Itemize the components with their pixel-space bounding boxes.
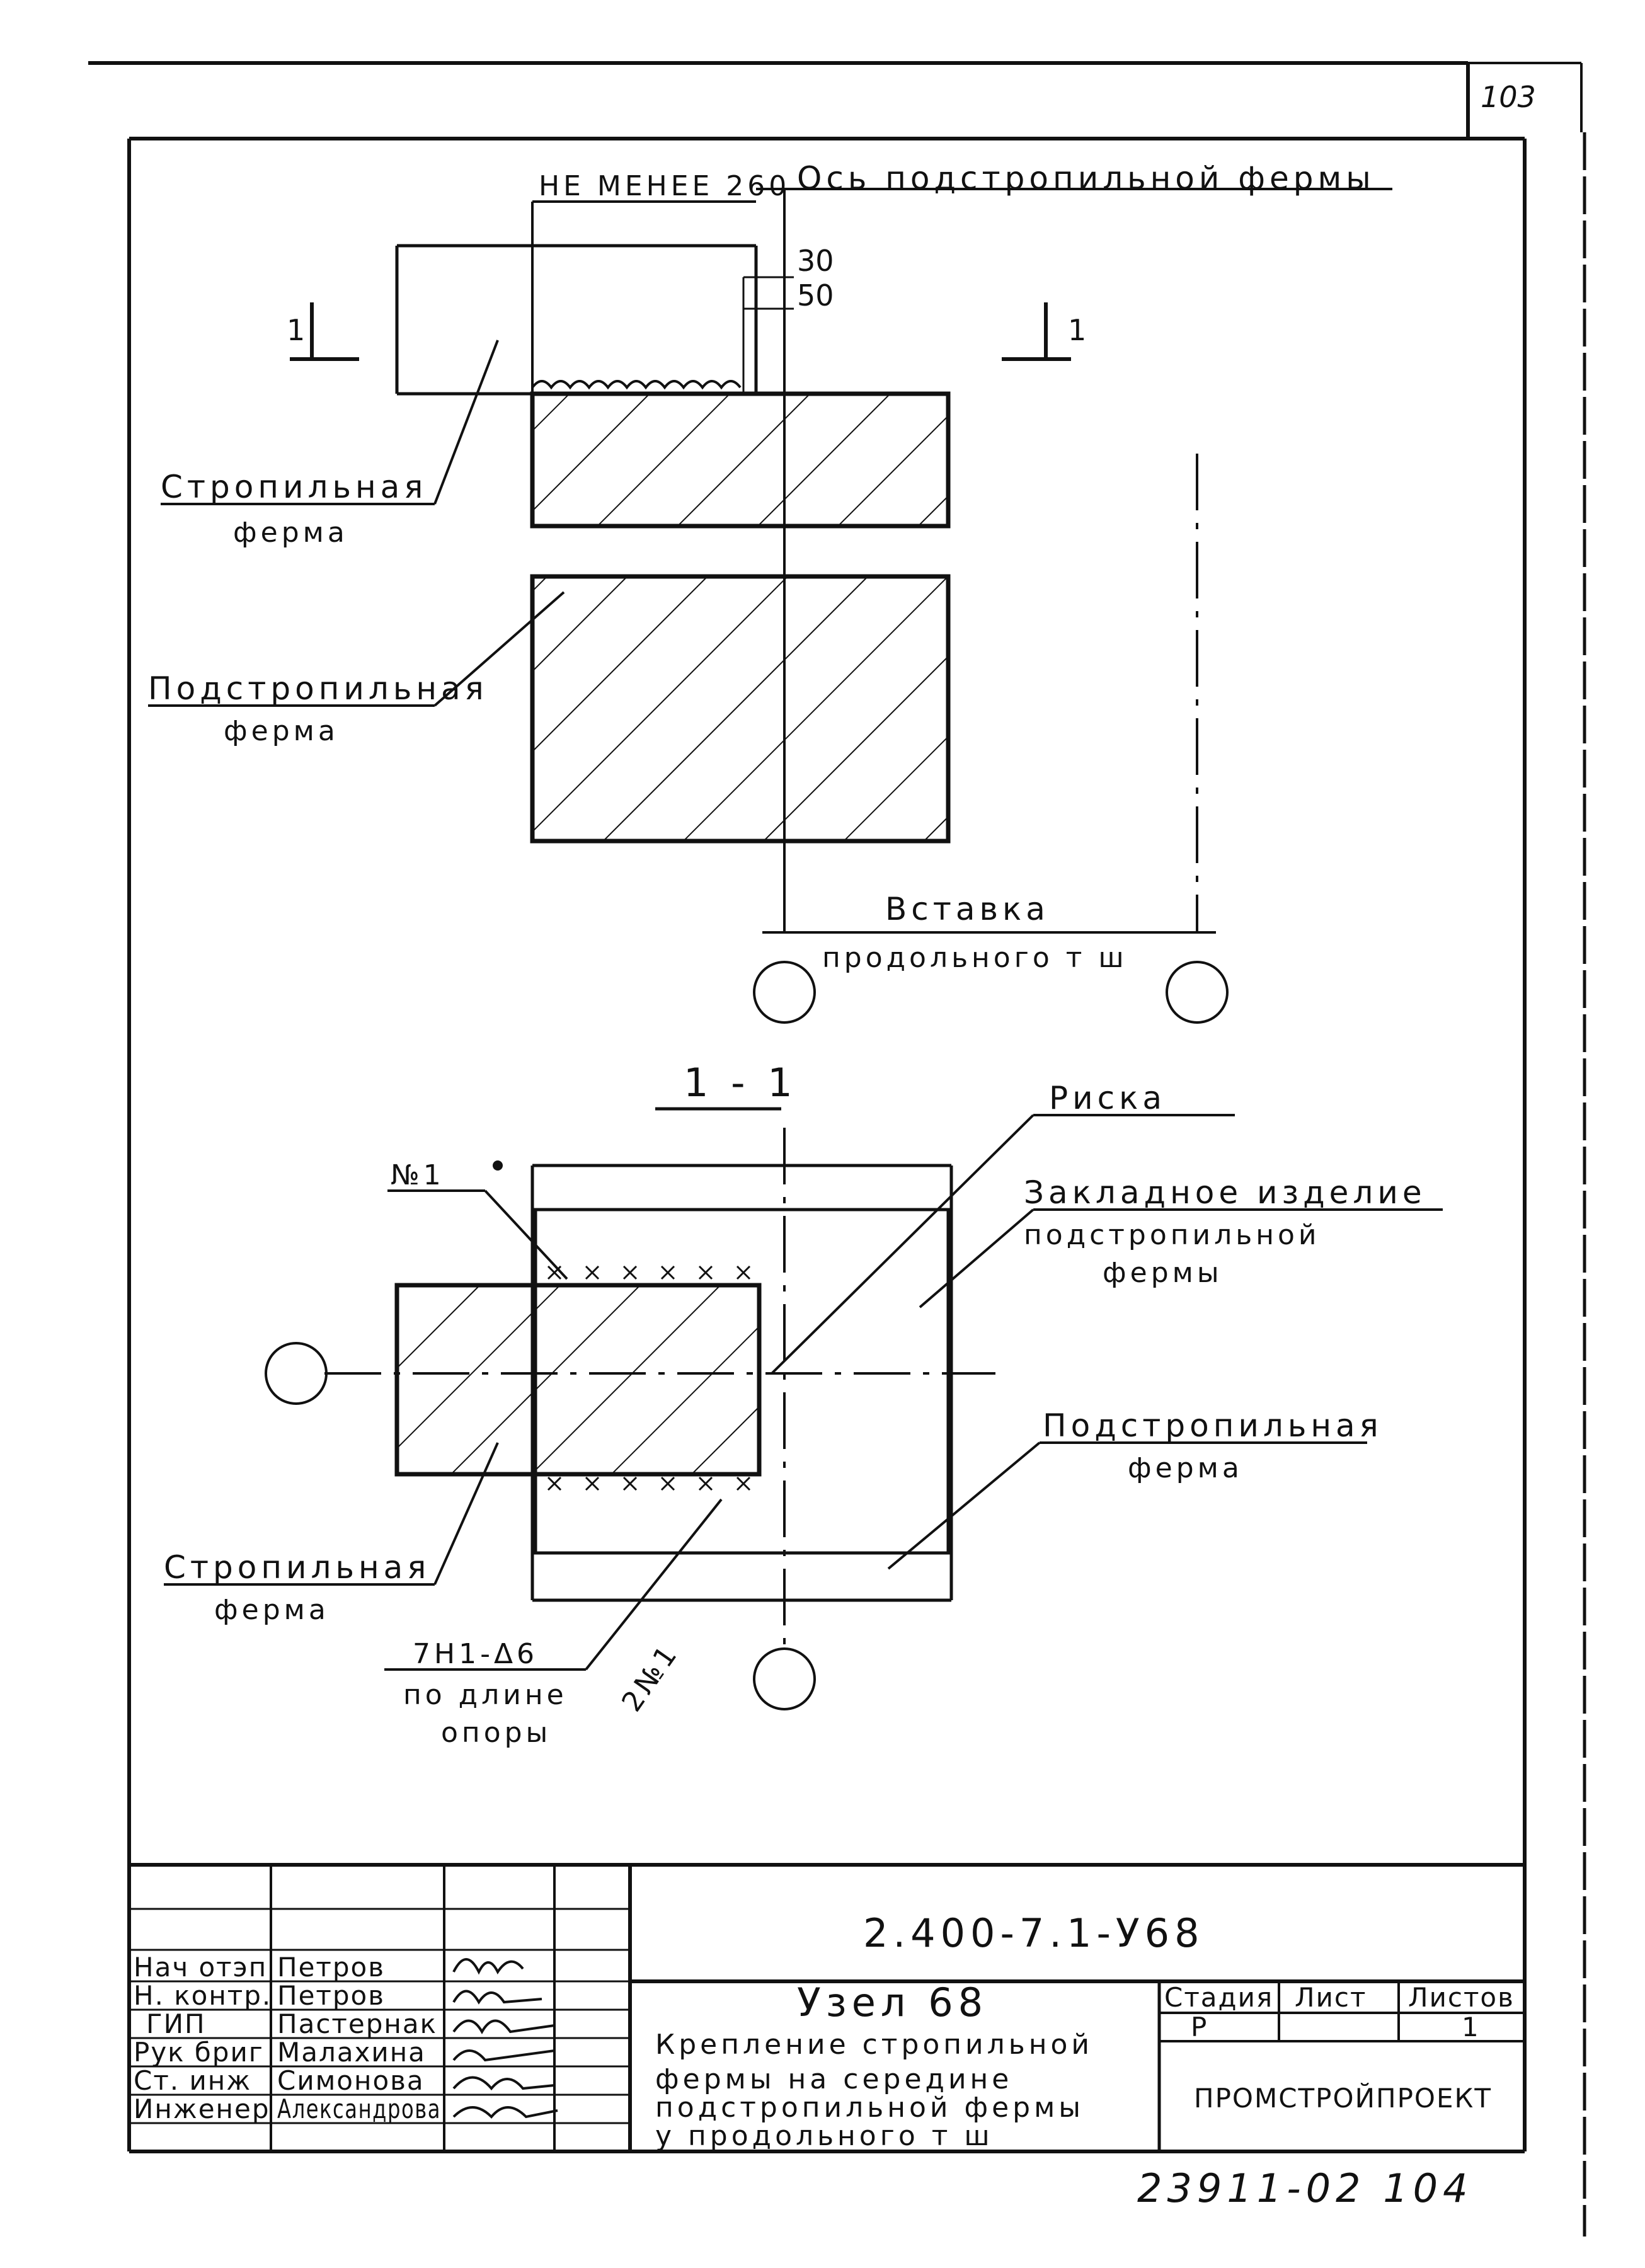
section-mark-right-label: 1 [1068, 313, 1086, 347]
section-label-embed-1: Закладное изделие [1024, 1174, 1426, 1211]
name-5: Александрова [277, 2093, 441, 2124]
name-3: Малахина [277, 2037, 426, 2068]
section-label-subrafter-2: ферма [1128, 1452, 1243, 1484]
axis-label: Ось подстропильной фермы [797, 160, 1375, 197]
axis-bubble-right [1166, 961, 1229, 1024]
plan-view: НЕ МЕНЕЕ 260 Ось подстропильной фермы 30… [148, 160, 1392, 1024]
sub-rafter-block-upper [530, 391, 951, 529]
section-axis-bubble-left [265, 1342, 328, 1405]
sheet-header: Лист [1295, 1982, 1367, 2013]
description-3: у продольного т ш [655, 2120, 994, 2152]
sub-rafter-block-lower [530, 574, 951, 844]
role-2: ГИП [146, 2008, 206, 2039]
name-4: Симонова [277, 2065, 425, 2096]
role-0: Нач отэп [134, 1952, 267, 1983]
stage-value: Р [1191, 2012, 1208, 2042]
section-mark-left [290, 302, 359, 361]
section-weld-mark: 2№1 [616, 1637, 685, 1717]
description-1: фермы на середине [655, 2063, 1012, 2095]
section-rafter-hatched [394, 1283, 762, 1477]
plan-label-subrafter-2: ферма [224, 715, 339, 747]
plan-leaders [148, 340, 565, 707]
stage-header: Стадия [1164, 1982, 1273, 2013]
section-mark-right [1002, 302, 1071, 361]
sheets-value: 1 [1462, 2012, 1480, 2042]
title-block-text: 2.400-7.1-У68 Нач отэп Н. контр. ГИП Рук… [134, 1910, 1515, 2211]
dimension-30-50 [742, 276, 794, 394]
signatures [452, 1958, 558, 2119]
section-label-rafter-2: ферма [214, 1594, 330, 1626]
archive-number: 23911-02 104 [1137, 2165, 1473, 2211]
dim-50: 50 [797, 278, 834, 312]
weld-crosses-top [547, 1265, 751, 1280]
dimension-min-260 [531, 188, 1392, 394]
name-2: Пастернак [277, 2008, 437, 2039]
section-label-rafter-1: Стропильная [164, 1549, 430, 1586]
section-label-subrafter-1: Подстропильная [1043, 1407, 1383, 1444]
rafter-truss-outline [395, 244, 758, 396]
dim-30: 30 [797, 244, 834, 278]
dim-min-260: НЕ МЕНЕЕ 260 [539, 170, 790, 202]
insert-label-1: Вставка [885, 891, 1050, 927]
designation: 2.400-7.1-У68 [863, 1910, 1205, 1956]
section-mark-left-label: 1 [287, 313, 305, 347]
role-4: Ст. инж [134, 2065, 251, 2096]
section-label-embed-3: фермы [1103, 1257, 1223, 1289]
sheet-frame [88, 61, 1586, 2236]
section-weld-3: опоры [441, 1717, 551, 1749]
plan-label-rafter-1: Стропильная [161, 469, 427, 505]
node-title: Узел 68 [797, 1979, 988, 2025]
title-block [129, 1863, 1525, 2151]
section-dot [493, 1160, 503, 1171]
section-leaders [164, 1114, 1443, 1671]
role-5: Инженер [134, 2093, 270, 2124]
page-number: 103 [1481, 80, 1536, 114]
section-label-riska: Риска [1049, 1080, 1166, 1116]
role-3: Рук бриг [134, 2037, 264, 2068]
axis-bubble-left [753, 961, 816, 1024]
section-title: 1 - 1 [684, 1060, 798, 1106]
section-view: 1 - 1 [164, 1060, 1443, 1749]
sheets-header: Листов [1408, 1982, 1515, 2013]
organization: ПРОМСТРОЙПРОЕКТ [1194, 2082, 1492, 2114]
section-axis-bubble-bottom [753, 1647, 816, 1710]
section-label-embed-2: подстропильной [1024, 1219, 1320, 1251]
description-0: Крепление стропильной [655, 2029, 1093, 2061]
plan-label-subrafter-1: Подстропильная [148, 670, 488, 707]
weld-marks-plan [531, 380, 742, 390]
section-weld-1: 7Н1-Δ6 [413, 1638, 538, 1670]
description-2: подстропильной фермы [655, 2092, 1084, 2124]
name-0: Петров [277, 1952, 385, 1983]
section-mark-no1: №1 [391, 1159, 445, 1191]
insert-label-2: продольного т ш [822, 942, 1128, 974]
role-1: Н. контр. [134, 1980, 272, 2011]
weld-crosses-bottom [547, 1476, 751, 1491]
name-1: Петров [277, 1980, 385, 2011]
plan-label-rafter-2: ферма [233, 517, 348, 549]
section-weld-2: по длине [403, 1679, 568, 1711]
